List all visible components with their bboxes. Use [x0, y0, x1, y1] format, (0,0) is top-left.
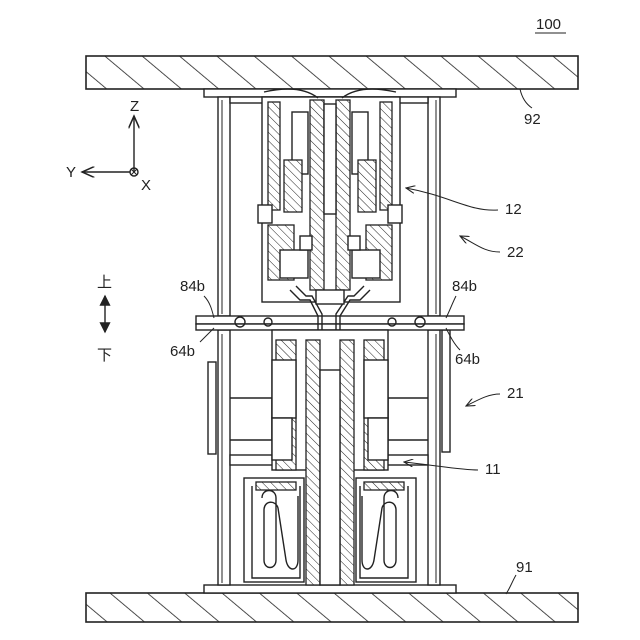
figure-number: 100 — [536, 16, 561, 33]
left-upper-contact-label: 84b — [180, 278, 205, 295]
upper-board — [86, 56, 578, 89]
axes-indicator — [82, 116, 138, 176]
lower-board-leader — [506, 575, 516, 594]
x-axis-label: X — [141, 177, 151, 194]
down-label: 下 — [97, 347, 112, 364]
lower-connector-leader — [404, 462, 478, 470]
lower-connector-label: 11 — [485, 461, 501, 478]
mating-flange — [196, 316, 464, 330]
lower-board — [86, 593, 578, 622]
left-lower-contact-label: 64b — [170, 343, 195, 360]
lower-board-label: 91 — [516, 559, 533, 576]
y-axis-label: Y — [66, 164, 76, 181]
upper-board-label: 92 — [524, 111, 541, 128]
upper-board-leader — [520, 89, 532, 108]
upper-connector-leader — [406, 188, 498, 210]
upper-housing-leader — [460, 236, 500, 252]
upper-connector — [258, 89, 402, 302]
right-lower-contact-label: 64b — [455, 351, 480, 368]
right-upper-contact-label: 84b — [452, 278, 477, 295]
lower-housing-leader — [466, 394, 500, 406]
upper-connector-label: 12 — [505, 201, 522, 218]
left-upper-contact-leader — [204, 296, 214, 318]
right-upper-contact-leader — [446, 296, 456, 318]
upper-housing-label: 22 — [507, 244, 524, 261]
z-axis-label: Z — [130, 98, 139, 115]
up-label: 上 — [97, 274, 112, 291]
lower-housing-label: 21 — [507, 385, 524, 402]
